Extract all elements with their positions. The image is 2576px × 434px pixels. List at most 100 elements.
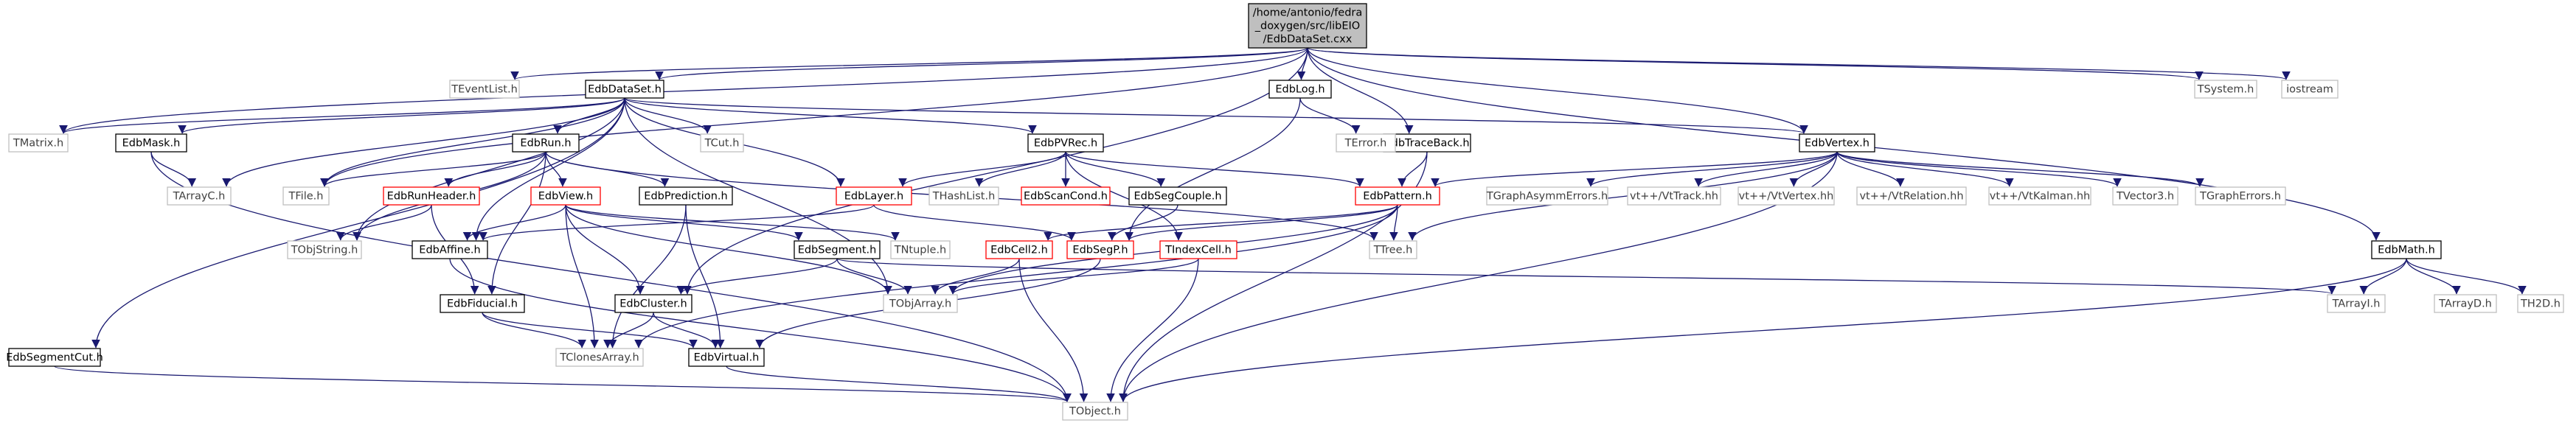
edge-edbdataset-to-tobjstring xyxy=(353,97,625,241)
include-edge xyxy=(1119,258,2407,402)
node-box xyxy=(1336,133,1396,153)
edge-edbpattern-to-edbcell2 xyxy=(1044,204,1398,241)
include-edge xyxy=(1119,151,1838,402)
edge-edbvertex-to-tgrapherrors xyxy=(1836,151,2204,187)
include-edge xyxy=(1125,204,1398,241)
node-edbsegcouple[interactable]: EdbSegCouple.h xyxy=(1128,186,1227,206)
node-edbvertex[interactable]: EdbVertex.h xyxy=(1799,133,1875,153)
node-label: TObjArray.h xyxy=(889,298,951,310)
node-box xyxy=(1369,240,1417,259)
node-label: EdbPVRec.h xyxy=(1034,138,1097,150)
include-edge xyxy=(1836,151,2204,187)
node-label: TGraphErrors.h xyxy=(2199,191,2281,203)
node-edbpattern[interactable]: EdbPattern.h xyxy=(1355,186,1440,206)
node-edbscancond[interactable]: EdbScanCond.h xyxy=(1021,186,1111,206)
node-edbview[interactable]: EdbView.h xyxy=(530,186,601,206)
edge-edbfiducial-to-edbvirtual xyxy=(482,312,698,349)
include-edge xyxy=(336,204,432,241)
node-edbprediction[interactable]: EdbPrediction.h xyxy=(639,186,733,206)
node-edbmath[interactable]: EdbMath.h xyxy=(2371,240,2442,259)
edge-edbprediction-to-edbvirtual xyxy=(685,204,725,349)
node-edbaffine[interactable]: EdbAffine.h xyxy=(412,240,488,259)
node-edbfiducial[interactable]: EdbFiducial.h xyxy=(440,294,525,313)
edge-edbdataset-to-edbsegmentcut xyxy=(91,97,625,349)
node-box xyxy=(1799,133,1875,153)
include-edge xyxy=(462,204,566,241)
node-edbcluster[interactable]: EdbCluster.h xyxy=(614,294,692,313)
node-edbsegmentcut[interactable]: EdbSegmentCut.h xyxy=(6,348,103,367)
edge-edbcluster-to-tclonesarray xyxy=(603,312,654,349)
node-box xyxy=(1486,186,1608,206)
node-label: EdbSegCouple.h xyxy=(1133,191,1221,203)
node-label: TIndexCell.h xyxy=(1164,245,1232,256)
edge-root-to-tsystem xyxy=(1307,47,2204,80)
node-tarrayi: TArrayI.h xyxy=(2327,294,2386,313)
node-box xyxy=(890,240,951,259)
node-box xyxy=(1021,186,1111,206)
node-ttree: TTree.h xyxy=(1369,240,1417,259)
node-box xyxy=(115,133,187,153)
include-edge xyxy=(1389,204,1398,241)
edge-edbdataset-to-edbvertex xyxy=(624,97,1808,134)
node-label: EdbMask.h xyxy=(122,138,181,150)
edge-edbview-to-edbaffine xyxy=(462,204,566,241)
node-box xyxy=(639,186,733,206)
include-edge xyxy=(1065,151,1165,187)
include-edge xyxy=(1299,97,1361,134)
node-thashlist: THashList.h xyxy=(928,186,999,206)
include-edge xyxy=(479,204,875,241)
node-label: vt++/VtTrack.hh xyxy=(1630,191,1718,203)
node-edblog[interactable]: EdbLog.h xyxy=(1268,80,1332,99)
node-edbvirtual[interactable]: EdbVirtual.h xyxy=(688,348,765,367)
node-label: vt++/VtKalman.hh xyxy=(1990,191,2090,203)
node-tindexcell[interactable]: TIndexCell.h xyxy=(1159,240,1237,259)
include-edge xyxy=(54,365,1072,402)
node-edbcell2[interactable]: EdbCell2.h xyxy=(985,240,1053,259)
edge-edbpattern-to-tclonesarray xyxy=(634,204,1398,349)
edge-root-to-edbvertex xyxy=(1307,47,1808,134)
edge-edblayer-to-edbsegp xyxy=(873,204,1076,241)
node-box xyxy=(1383,133,1471,153)
node-box xyxy=(287,240,362,259)
node-th2d: TH2D.h xyxy=(2517,294,2564,313)
include-edge xyxy=(836,258,2336,295)
include-edge xyxy=(222,97,625,187)
node-edbtraceback[interactable]: EdbTraceBack.h xyxy=(1383,133,1471,153)
include-edge xyxy=(655,47,1308,80)
include-edge xyxy=(624,97,1808,134)
edge-edbview-to-tobjarray xyxy=(565,204,892,295)
include-edge xyxy=(1065,151,1183,241)
node-label: EdbDataSet.h xyxy=(588,84,662,96)
edge-edbmath-to-tobject xyxy=(1119,258,2407,402)
node-edbpvrec[interactable]: EdbPVRec.h xyxy=(1027,133,1104,153)
edge-edbview-to-tntuple xyxy=(565,204,900,241)
edge-edbpvrec-to-thashlist xyxy=(974,151,1066,187)
edge-edbrun-to-edbrunheader xyxy=(444,151,546,187)
include-edge xyxy=(1836,151,1905,187)
node-edblayer[interactable]: EdbLayer.h xyxy=(836,186,912,206)
node-label: EdbVirtual.h xyxy=(694,352,760,364)
node-label: EdbCluster.h xyxy=(619,298,687,310)
node-box xyxy=(1988,186,2091,206)
node-label: EdbVertex.h xyxy=(1805,138,1869,150)
edge-tindexcell-to-tobjarray xyxy=(948,258,1199,295)
node-edbsegment[interactable]: EdbSegment.h xyxy=(794,240,881,259)
node-box xyxy=(512,133,580,153)
header-nodes: /home/antonio/fedra_doxygen/src/libEIO/E… xyxy=(6,3,2564,421)
include-edge xyxy=(565,204,900,241)
node-tgrapherrors: TGraphErrors.h xyxy=(2195,186,2286,206)
edge-edbrun-to-edbfiducial xyxy=(487,151,546,295)
node-edbdataset[interactable]: EdbDataSet.h xyxy=(585,80,664,99)
node-label: TObjString.h xyxy=(291,245,358,256)
include-edge xyxy=(2406,258,2461,295)
node-edbmask[interactable]: EdbMask.h xyxy=(115,133,187,153)
node-edbrun[interactable]: EdbRun.h xyxy=(512,133,580,153)
node-edbsegp[interactable]: EdbSegP.h xyxy=(1066,240,1134,259)
include-edge xyxy=(553,97,625,134)
node-edbrunheader[interactable]: EdbRunHeader.h xyxy=(383,186,480,206)
node-label: TH2D.h xyxy=(2520,298,2561,310)
node-label: EdbRunHeader.h xyxy=(387,191,476,203)
node-label: EdbTraceBack.h xyxy=(1384,138,1469,150)
node-label: EdbAffine.h xyxy=(419,245,480,256)
node-label: vt++/VtRelation.hh xyxy=(1859,191,1963,203)
